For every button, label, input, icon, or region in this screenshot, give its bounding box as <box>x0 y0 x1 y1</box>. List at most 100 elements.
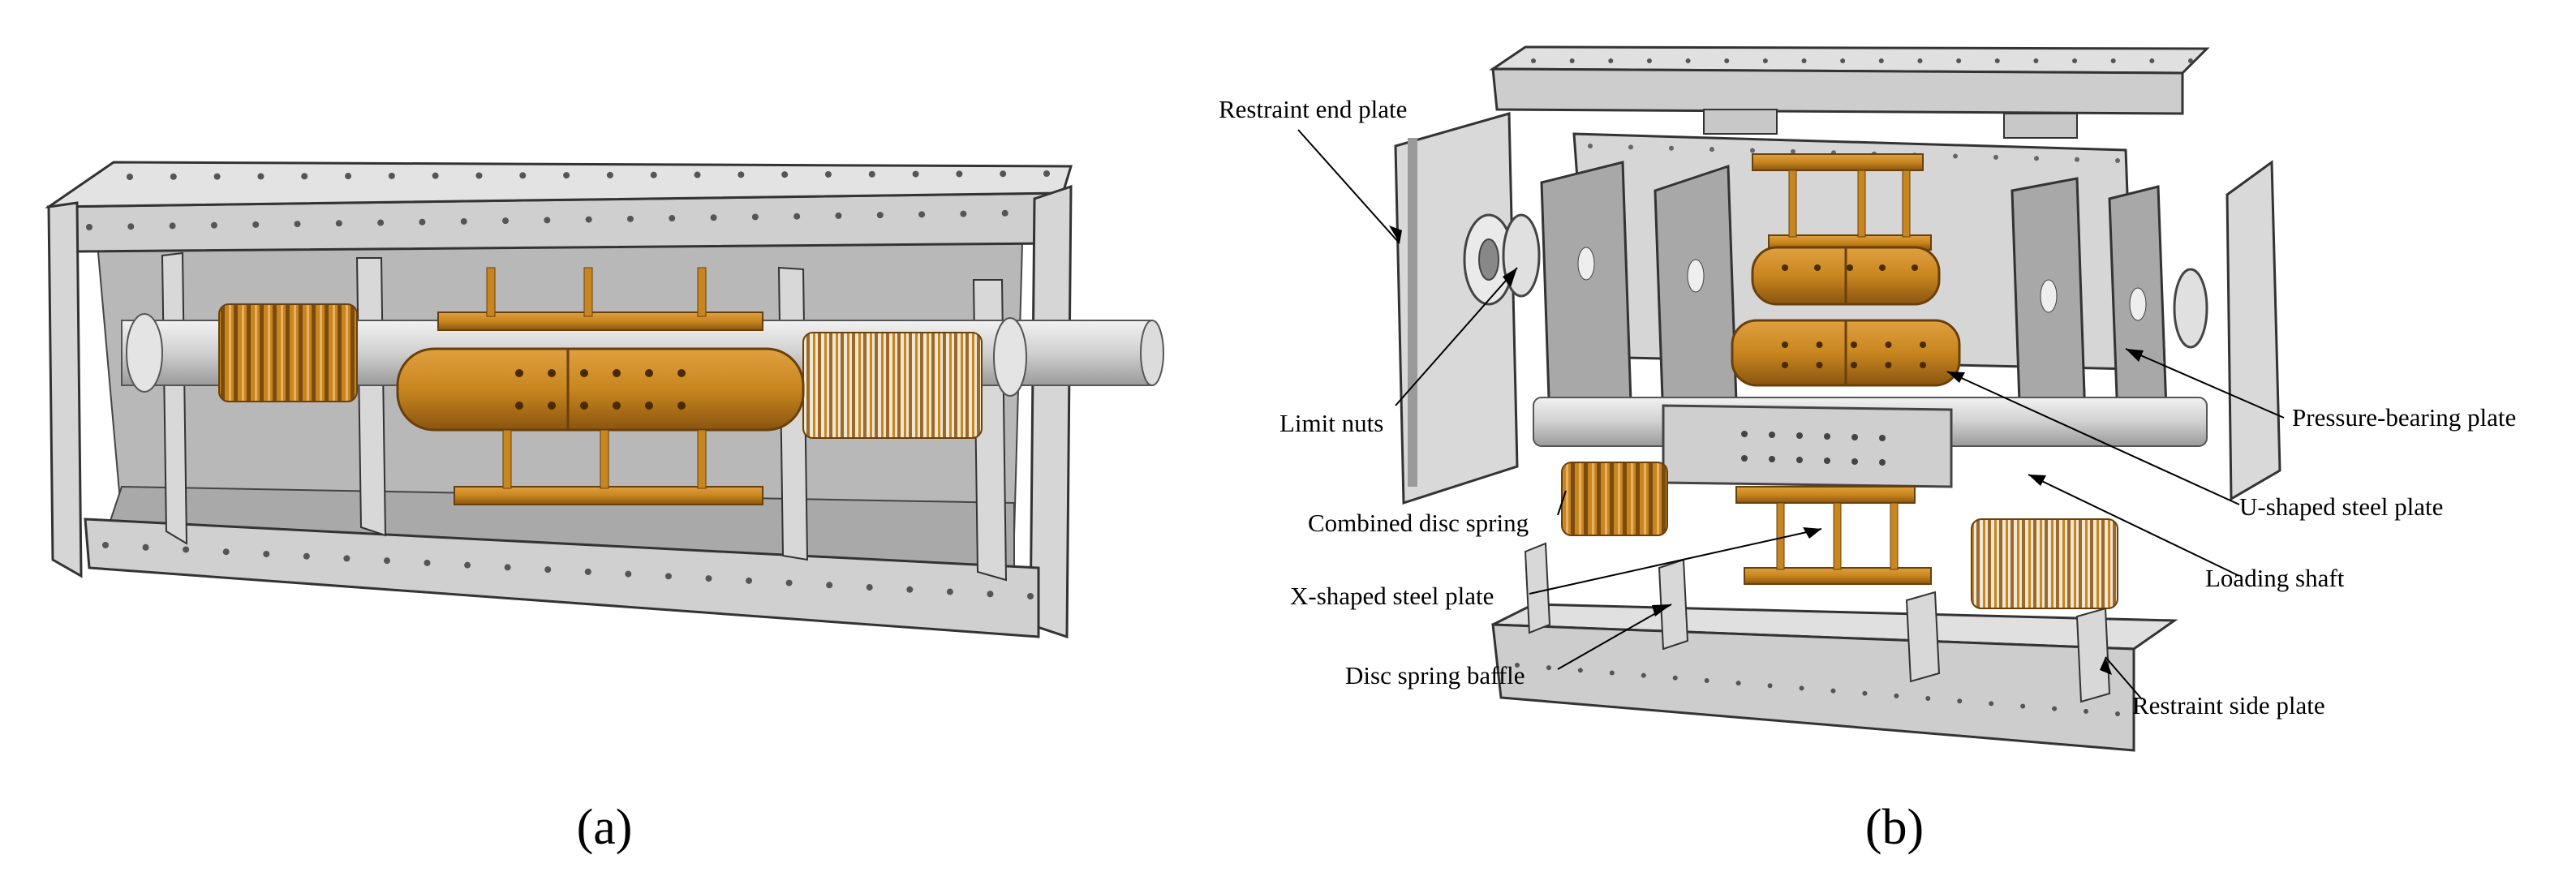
bottom-bolt-holes <box>102 542 1034 599</box>
bolt-hole <box>1920 342 1926 348</box>
bolt-hole <box>626 215 634 222</box>
bolt-hole <box>419 218 426 226</box>
bolt-hole <box>625 570 632 578</box>
panel-a-assembled-damper: (a) <box>45 161 1164 855</box>
bolt-hole <box>1709 147 1714 153</box>
bolt-hole <box>645 369 653 377</box>
bolt-hole <box>793 213 801 220</box>
limit-nut-right <box>993 317 1027 397</box>
bolt-hole <box>86 224 92 230</box>
bolt-hole <box>1767 683 1773 689</box>
bolt-hole <box>585 216 592 223</box>
bolt-hole <box>183 546 190 553</box>
bolt-hole <box>127 223 135 230</box>
bolt-hole <box>2110 58 2116 63</box>
bolt-hole <box>388 172 395 179</box>
bolt-hole <box>669 215 676 222</box>
bolt-hole <box>746 577 753 584</box>
shaft-block-bolts <box>1741 431 1886 466</box>
bolt-hole <box>1608 58 1614 63</box>
bolt-hole <box>1769 432 1775 438</box>
bolt-hole <box>1953 153 1958 159</box>
bolt-hole <box>1741 455 1748 462</box>
u-plate-bolts <box>515 369 686 410</box>
bottom-side-plate <box>84 518 1040 638</box>
bolt-hole <box>1830 688 1836 694</box>
label-loading-shaft: Loading shaft <box>2205 564 2345 592</box>
bolt-hole <box>1994 58 2000 63</box>
bolt-hole <box>1885 362 1892 368</box>
bolt-hole <box>2188 58 2193 63</box>
bolt-hole <box>1894 693 1899 698</box>
bolt-hole <box>1879 435 1886 441</box>
bolt-hole <box>502 217 510 225</box>
bolt-hole <box>383 557 390 565</box>
x-shaped-steel-plate-lower <box>1735 486 1916 504</box>
bolt-hole <box>824 170 832 178</box>
bolt-hole <box>1993 154 1998 160</box>
bolt-hole <box>1782 342 1788 348</box>
label-x-shaped-steel-plate: X-shaped steel plate <box>1290 582 1494 610</box>
bolt-hole <box>1920 362 1926 368</box>
bolt-hole <box>102 542 109 548</box>
label-restraint-side-plate: Restraint side plate <box>2132 691 2325 720</box>
bolt-hole <box>1588 144 1593 148</box>
bolt-hole <box>2034 156 2039 161</box>
bolt-hole <box>606 171 613 178</box>
bolt-hole <box>1851 342 1857 348</box>
bolt-hole <box>1796 457 1803 463</box>
bolt-hole <box>987 591 994 598</box>
bolt-hole <box>335 220 342 227</box>
label-limit-nuts: Limit nuts <box>1279 409 1383 437</box>
bolt-hole <box>1879 264 1886 271</box>
bolt-hole <box>1646 58 1652 63</box>
limit-nut-left <box>126 313 163 393</box>
bolt-hole <box>2115 711 2120 716</box>
bolt-hole <box>1628 144 1633 150</box>
restraint-end-plate-right <box>2226 160 2281 501</box>
bolt-hole <box>1546 665 1551 671</box>
shaft-block <box>1662 404 1953 488</box>
bolt-hole <box>210 221 217 229</box>
bolt-hole <box>738 171 745 178</box>
bolt-hole <box>1609 670 1615 676</box>
bolt-hole <box>645 402 653 410</box>
top-plate-bolts <box>1531 58 2193 63</box>
bolt-hole <box>956 170 963 178</box>
disc-spring-baffle-left <box>355 257 387 537</box>
combined-disc-spring-b-right <box>1971 518 2118 609</box>
bolt-hole <box>1735 681 1741 686</box>
bolt-hole <box>584 568 591 575</box>
bolt-hole <box>1001 209 1008 217</box>
combined-disc-spring-b-left <box>1561 462 1668 536</box>
label-combined-disc-spring: Combined disc spring <box>1308 509 1529 537</box>
leader-lines <box>1297 129 2285 700</box>
bolt-hole <box>866 584 873 591</box>
bolt-hole <box>2052 706 2058 711</box>
bolt-hole <box>705 575 712 582</box>
bolt-hole <box>868 170 875 178</box>
bolt-hole <box>664 573 672 580</box>
bolt-hole <box>960 210 967 217</box>
bolt-hole <box>1531 58 1536 63</box>
bolt-hole <box>544 566 552 574</box>
bolt-hole <box>1000 170 1007 178</box>
bolt-hole <box>1515 663 1520 668</box>
bolt-hole <box>2115 158 2120 163</box>
bolt-hole <box>544 217 551 224</box>
top-bolt-holes <box>86 170 1050 230</box>
bolt-hole <box>1577 668 1583 673</box>
bolt-hole <box>170 173 177 180</box>
panel-b-exploded-view: Restraint end plate Limit nuts Combined … <box>1219 45 2516 855</box>
bolt-hole <box>580 369 588 377</box>
bolt-hole <box>1782 264 1788 271</box>
bolt-hole <box>460 217 467 225</box>
bolt-hole <box>946 588 953 595</box>
bolt-hole <box>1957 698 1963 704</box>
bolt-hole <box>1912 264 1918 271</box>
pressure-bearing-plate-b-2 <box>1654 164 1738 423</box>
x-plate-top-legs <box>486 267 707 317</box>
bolt-hole <box>826 582 833 589</box>
bolt-hole <box>1724 58 1730 63</box>
x-shaped-steel-plate-bottom <box>454 486 763 505</box>
